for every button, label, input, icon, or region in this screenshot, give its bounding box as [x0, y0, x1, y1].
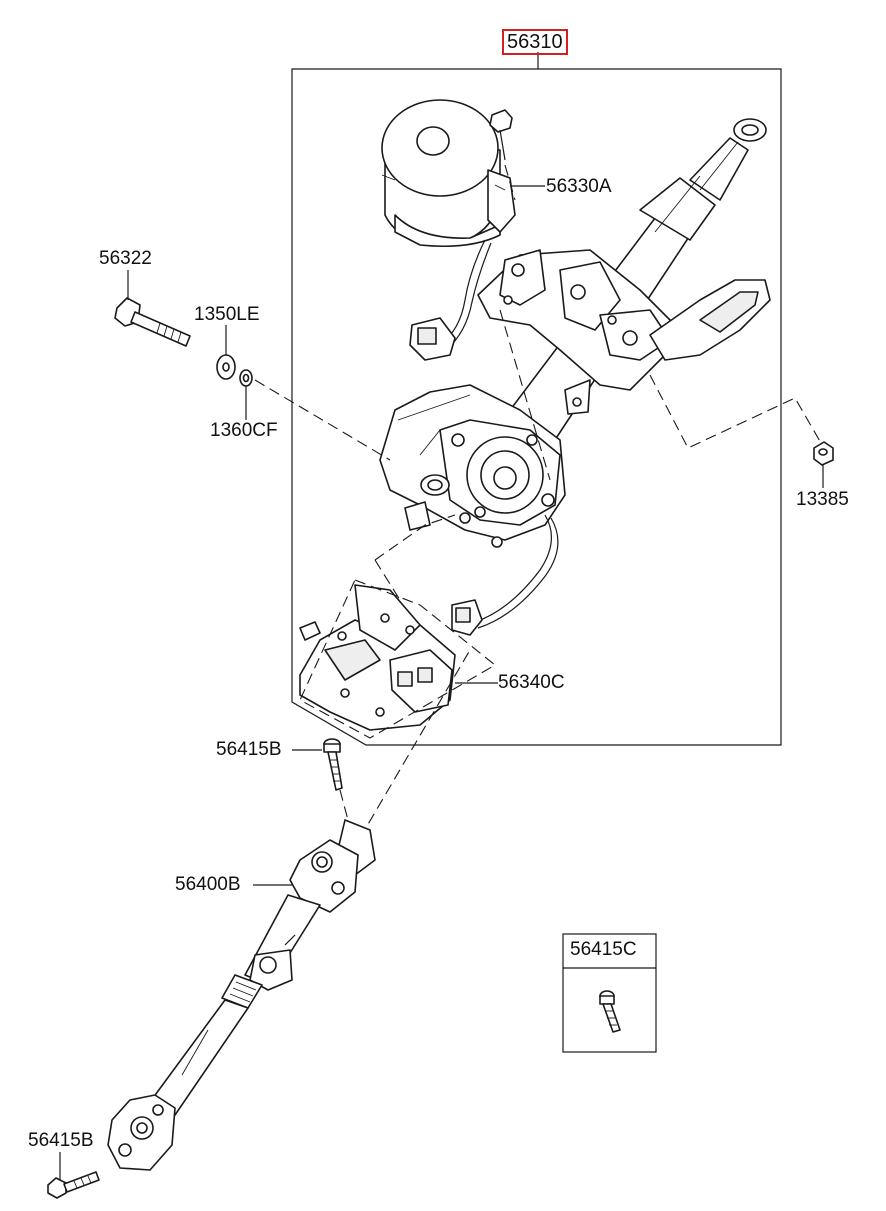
washer-label: 1350LE — [194, 304, 260, 325]
ecu-module — [299, 584, 456, 731]
tilt-lever — [649, 279, 771, 361]
washer-1360cf — [239, 369, 253, 387]
tube-dashed-line — [499, 309, 551, 481]
torque-sensor-cable — [451, 514, 559, 636]
tilt-bracket — [477, 249, 671, 415]
eps-motor — [381, 99, 516, 247]
inset-bolt — [599, 990, 621, 1033]
bolt-upper-56415b — [323, 738, 343, 791]
assembly-label: 56310 — [502, 29, 568, 55]
motor-connector — [409, 239, 492, 361]
bolt-label: 56322 — [99, 248, 152, 269]
washer-1350le — [216, 354, 236, 380]
shaft-label: 56400B — [175, 874, 241, 895]
housing-ecu-dashed — [374, 514, 456, 561]
washer-small-label: 1360CF — [210, 420, 278, 441]
gear-housing — [379, 384, 566, 548]
ecu-dashed-box — [299, 579, 496, 739]
bolt-lower-56415b — [47, 1171, 100, 1199]
motor-bolt-label: 56330A — [546, 176, 612, 197]
module-label: 56340C — [498, 672, 565, 693]
intermediate-shaft — [107, 819, 376, 1171]
bolt-upper-label: 56415B — [216, 739, 282, 760]
inset-bolt-label: 56415C — [570, 939, 637, 960]
assembly-frame — [291, 68, 782, 746]
bolt-lower-label: 56415B — [28, 1130, 94, 1151]
motor-bolt — [489, 109, 516, 201]
nut-13385 — [813, 441, 834, 466]
bolt-56322 — [114, 297, 191, 347]
housing-ecu-dashed-2 — [374, 559, 401, 601]
inset-box — [562, 933, 657, 1053]
nut-dashed-line — [649, 374, 826, 451]
bolt-dashed-line — [254, 379, 391, 461]
nut-label: 13385 — [796, 489, 849, 510]
shaft-dashed-line — [359, 649, 471, 839]
